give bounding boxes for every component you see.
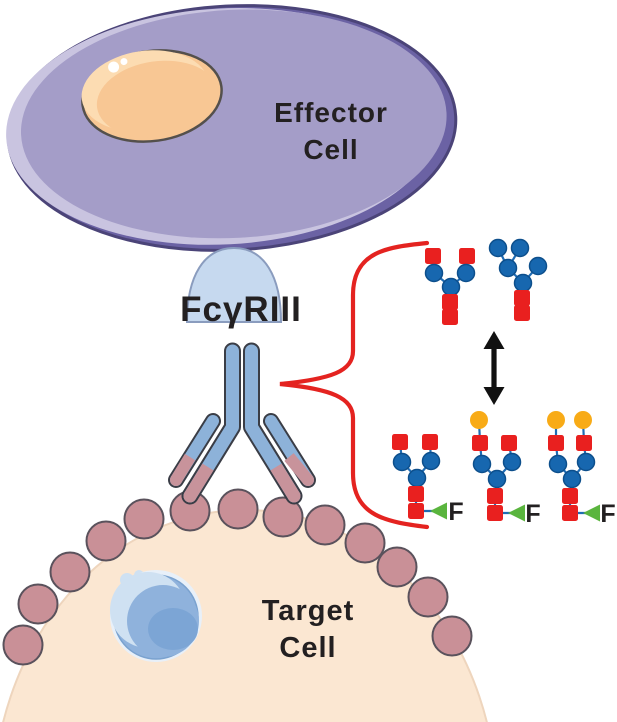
fucose-label: F — [448, 498, 463, 526]
membrane-antigen — [376, 546, 418, 588]
glycan-node-glcnac-square — [514, 290, 530, 306]
glycan-node-mannose-circle — [421, 451, 441, 471]
glycan-node-mannose-circle — [576, 452, 596, 472]
membrane-antigen — [85, 520, 127, 562]
glycan-node-glcnac-square — [442, 309, 458, 325]
glycoform-brace — [279, 240, 430, 530]
glycan-node-glcnac-square — [392, 434, 408, 450]
glycan-node-fucose-triangle — [430, 502, 447, 520]
equilibrium-arrow-head-up — [483, 331, 505, 349]
effector-nucleus-gloss-dot — [120, 58, 128, 66]
glycan-node-galactose-circle — [470, 411, 488, 429]
glycan-node-fucose-triangle — [583, 504, 600, 522]
glycan-node-mannose-circle — [510, 238, 530, 258]
glycan-node-glcnac-square — [459, 248, 475, 264]
glycan-node-mannose-circle — [502, 452, 522, 472]
glycan-node-glcnac-square — [562, 505, 578, 521]
glycan-node-glcnac-square — [576, 435, 592, 451]
glycan-node-fucose-triangle — [508, 504, 525, 522]
membrane-antigen — [17, 583, 59, 625]
glycan-node-mannose-circle — [407, 468, 427, 488]
effector-cell-label-line2: Cell — [303, 134, 358, 165]
glycan-bottom-g2f: F — [547, 411, 616, 528]
glycan-node-mannose-circle — [488, 238, 508, 258]
glycan-node-glcnac-square — [514, 305, 530, 321]
glycan-bottom-g1f: F — [470, 411, 541, 528]
glycan-node-mannose-circle — [472, 454, 492, 474]
antibody-fab-tip-right-cap — [287, 489, 301, 503]
glycan-node-glcnac-square — [501, 435, 517, 451]
glycan-node-mannose-circle — [487, 469, 507, 489]
glycan-top-left-g0 — [424, 248, 476, 325]
target-nucleus — [110, 570, 202, 662]
glycan-node-glcnac-square — [408, 503, 424, 519]
target-cell-label-line1: Target — [262, 595, 354, 627]
glycan-node-glcnac-square — [422, 434, 438, 450]
glycan-top-right-man5 — [488, 238, 548, 321]
glycan-node-glcnac-square — [562, 488, 578, 504]
fcgriii-receptor-dome — [185, 246, 283, 323]
fucose-label: F — [600, 500, 615, 528]
equilibrium-arrow-head-down — [483, 387, 505, 405]
glycan-node-galactose-circle — [547, 411, 565, 429]
membrane-antigen — [49, 551, 91, 593]
glycan-node-galactose-circle — [574, 411, 592, 429]
antibody-light-tip-left-cap — [170, 474, 182, 486]
antibody-light-tip-right-cap — [302, 474, 314, 486]
glycan-node-glcnac-square — [442, 294, 458, 310]
glycan-node-mannose-circle — [441, 277, 461, 297]
glycan-node-glcnac-square — [425, 248, 441, 264]
glycan-node-mannose-circle — [456, 263, 476, 283]
glycan-node-mannose-circle — [498, 258, 518, 278]
fucose-label: F — [525, 500, 540, 528]
glycan-node-glcnac-square — [487, 488, 503, 504]
glycan-node-mannose-circle — [513, 273, 533, 293]
effector-cell — [6, 4, 458, 252]
membrane-antigen — [2, 624, 44, 666]
glycan-node-glcnac-square — [487, 505, 503, 521]
glycan-node-glcnac-square — [408, 486, 424, 502]
membrane-antigen — [407, 576, 449, 618]
membrane-antigen — [217, 488, 259, 530]
glycan-node-mannose-circle — [562, 469, 582, 489]
antibody-igg — [168, 342, 316, 505]
glycan-node-glcnac-square — [548, 435, 564, 451]
glycan-node-mannose-circle — [528, 256, 548, 276]
effector-nucleus-inner — [96, 60, 219, 138]
membrane-antigen — [123, 498, 165, 540]
effector-nucleus-gloss-dot — [108, 61, 120, 73]
antibody-fab-tip-left-cap — [183, 489, 197, 503]
glycan-node-mannose-circle — [392, 452, 412, 472]
membrane-antigens — [2, 488, 473, 666]
glycan-bottom-g0f: F — [392, 434, 464, 526]
glycan-node-mannose-circle — [424, 263, 444, 283]
membrane-antigen — [431, 615, 473, 657]
target-cell-label-line2: Cell — [279, 632, 336, 664]
membrane-antigen — [262, 496, 304, 538]
equilibrium-arrow — [483, 331, 505, 405]
target-nucleus-shade — [148, 608, 198, 650]
effector-nucleus — [81, 49, 223, 143]
glycan-node-glcnac-square — [472, 435, 488, 451]
membrane-antigen — [344, 522, 386, 564]
membrane-antigen — [304, 504, 346, 546]
fcgriii-receptor-label: FcγRIII — [180, 290, 302, 329]
effector-cell-label-line1: Effector — [274, 97, 388, 128]
glycan-node-mannose-circle — [548, 454, 568, 474]
